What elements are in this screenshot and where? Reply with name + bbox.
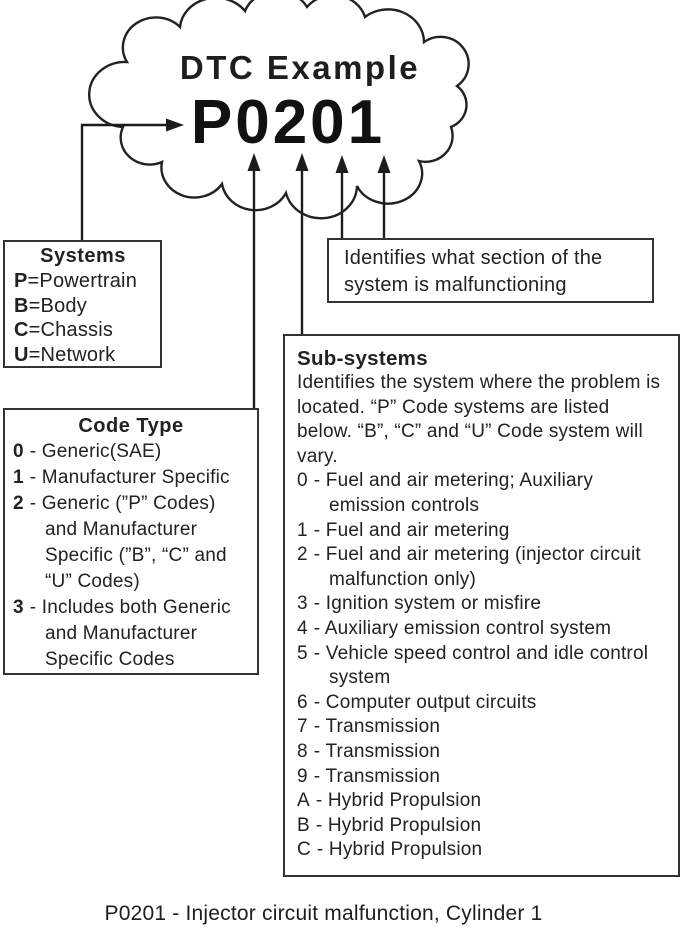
dtc-code: P0201 <box>190 88 386 157</box>
subsystems-arrowhead-icon <box>295 153 309 171</box>
subsystems-arrow <box>295 153 309 334</box>
subsystem-key: 3 <box>297 593 308 615</box>
subsystem-key: B <box>297 814 310 836</box>
code-type-row-1: 1- Manufacturer Specific <box>13 465 233 491</box>
systems-row-chassis: C=Chassis <box>14 318 152 343</box>
code-type-title: Code Type <box>78 415 184 437</box>
system-letter: P <box>14 270 28 292</box>
subsystem-text: - Hybrid Propulsion <box>316 839 483 861</box>
system-letter: C <box>14 319 29 342</box>
system-name: =Network <box>28 343 116 366</box>
subsystem-text: - Transmission <box>313 740 441 762</box>
code-type-key: 0 <box>13 441 24 462</box>
subsystems-intro: Identifies the system where the problem … <box>297 372 661 467</box>
system-name: =Powertrain <box>27 270 138 292</box>
code-type-key: 2 <box>13 493 24 514</box>
section-arrow-right <box>377 155 391 238</box>
systems-row-network: U=Network <box>14 343 152 368</box>
subsystems-row-C: C- Hybrid Propulsion <box>297 838 665 863</box>
subsystems-row-A: A- Hybrid Propulsion <box>297 789 665 814</box>
system-letter: B <box>14 294 29 317</box>
code-type-row-3: 3- Includes both Generic and Manufacture… <box>13 595 233 673</box>
subsystem-key: 1 <box>297 519 308 541</box>
code-type-text: - Generic(SAE) <box>29 441 162 462</box>
subsystems-row-5: 5- Vehicle speed control and idle contro… <box>297 642 665 691</box>
system-name: =Body <box>28 294 87 317</box>
subsystem-text: - Ignition system or misfire <box>313 593 542 615</box>
subsystem-key: 2 <box>297 544 308 566</box>
subsystem-text: - Fuel and air metering <box>313 519 510 541</box>
dtc-caption: P0201 - Injector circuit malfunction, Cy… <box>104 902 543 925</box>
subsystems-row-1: 1- Fuel and air metering <box>297 519 665 544</box>
subsystem-key: C <box>297 839 311 861</box>
subsystem-key: A <box>297 790 310 812</box>
subsystem-text: - Transmission <box>313 716 441 738</box>
subsystem-key: 0 <box>297 470 308 492</box>
subsystem-text: - Computer output circuits <box>313 691 537 713</box>
subsystem-text: - Fuel and air metering; Auxiliary emiss… <box>313 470 594 516</box>
subsystems-row-0: 0- Fuel and air metering; Auxiliary emis… <box>297 469 665 518</box>
subsystem-key: 6 <box>297 691 308 713</box>
code-type-text: - Includes both Generic and Manufacturer… <box>29 597 231 670</box>
code-type-arrow <box>247 153 261 408</box>
systems-row-body: B=Body <box>14 294 152 319</box>
subsystems-row-4: 4- Auxiliary emission control system <box>297 617 665 642</box>
subsystems-row-B: B- Hybrid Propulsion <box>297 814 665 839</box>
subsystems-row-3: 3- Ignition system or misfire <box>297 592 665 617</box>
code-type-row-0: 0- Generic(SAE) <box>13 439 233 465</box>
system-name: =Chassis <box>28 319 114 342</box>
section-arrowhead-left-icon <box>335 155 349 173</box>
cloud-shape <box>87 0 470 220</box>
subsystem-text: - Hybrid Propulsion <box>315 814 482 836</box>
code-type-arrowhead-icon <box>247 153 261 171</box>
subsystem-text: - Fuel and air metering (injector circui… <box>313 544 641 590</box>
code-type-box: Code Type 0- Generic(SAE) 1- Manufacture… <box>3 408 259 675</box>
subsystems-box: Sub-systems Identifies the system where … <box>283 334 680 877</box>
subsystem-text: - Transmission <box>313 765 441 787</box>
subsystem-key: 9 <box>297 765 308 787</box>
code-type-row-2: 2- Generic (”P” Codes) and Manufacturer … <box>13 491 233 595</box>
section-arrowhead-right-icon <box>377 155 391 173</box>
system-letter: U <box>14 343 29 366</box>
systems-arrowhead-icon <box>166 118 184 132</box>
systems-box-title: Systems <box>40 245 126 267</box>
subsystem-text: - Hybrid Propulsion <box>315 790 482 812</box>
subsystem-key: 7 <box>297 716 308 738</box>
subsystems-title: Sub-systems <box>297 347 428 370</box>
code-type-text: - Generic (”P” Codes) and Manufacturer S… <box>29 493 227 592</box>
systems-box: Systems P=Powertrain B=Body C=Chassis U=… <box>3 240 162 368</box>
subsystems-row-2: 2- Fuel and air metering (injector circu… <box>297 543 665 592</box>
subsystem-text: - Auxiliary emission control system <box>313 617 612 639</box>
code-type-key: 1 <box>13 467 24 488</box>
subsystem-key: 8 <box>297 740 308 762</box>
section-note-box: Identifies what section of the system is… <box>327 238 654 303</box>
subsystems-row-8: 8- Transmission <box>297 740 665 765</box>
section-note-text: Identifies what section of the system is… <box>344 247 603 296</box>
section-arrow-left <box>335 155 349 238</box>
systems-arrow <box>80 118 184 240</box>
subsystem-key: 5 <box>297 642 308 664</box>
systems-row-powertrain: P=Powertrain <box>14 269 152 294</box>
cloud-title: DTC Example <box>179 49 421 86</box>
code-type-key: 3 <box>13 597 24 618</box>
subsystem-key: 4 <box>297 617 308 639</box>
subsystems-row-6: 6- Computer output circuits <box>297 691 665 716</box>
subsystems-row-9: 9- Transmission <box>297 765 665 790</box>
subsystems-row-7: 7- Transmission <box>297 715 665 740</box>
subsystem-text: - Vehicle speed control and idle control… <box>313 642 649 689</box>
code-type-text: - Manufacturer Specific <box>29 467 230 488</box>
